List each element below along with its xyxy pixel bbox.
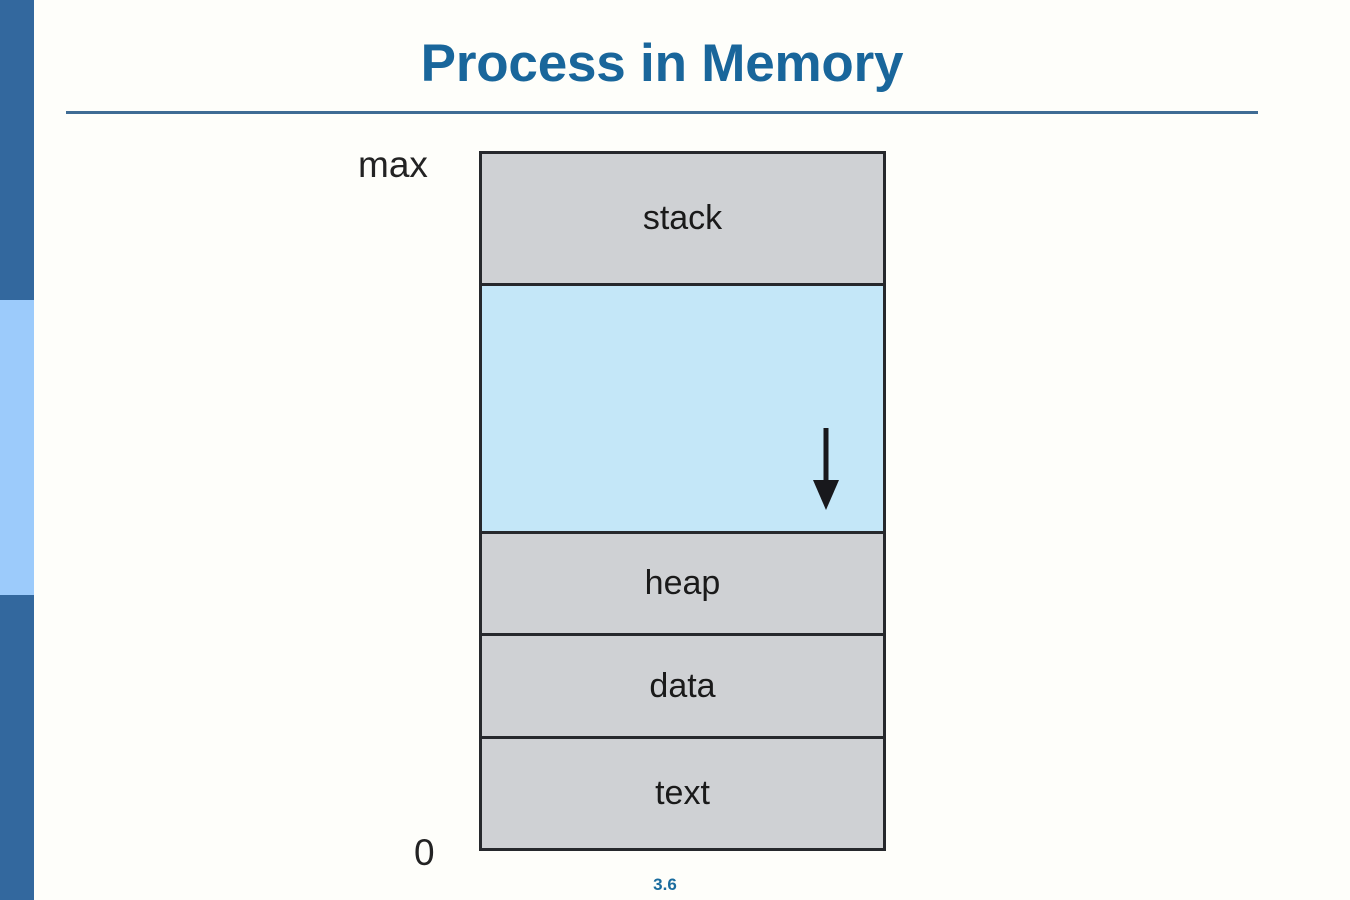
stack-grows-down-arrow (813, 428, 839, 510)
slide-number: 3.6 (653, 875, 677, 894)
memory-segment-stack-label: stack (642, 199, 723, 237)
axis-label-max: max (358, 144, 428, 185)
sidebar-band-top (0, 0, 34, 300)
memory-segment-heap: heap (482, 534, 883, 636)
memory-segment-data: data (482, 636, 883, 739)
memory-segment-free-space (482, 286, 883, 688)
left-accent-sidebar (0, 0, 34, 900)
page-title: Process in Memory (420, 34, 904, 93)
sidebar-band-middle (0, 300, 34, 595)
axis-label-zero: 0 (414, 832, 435, 873)
title-divider (66, 111, 1258, 114)
process-memory-diagram: max 0 stack heap data (340, 140, 940, 873)
memory-segment-stack: stack (482, 154, 883, 286)
sidebar-band-bottom (0, 595, 34, 900)
memory-segment-data-label: data (649, 666, 716, 705)
memory-segment-text-label: text (655, 774, 710, 812)
memory-box: stack heap data text (479, 151, 886, 851)
memory-segment-text: text (482, 739, 883, 848)
memory-segment-heap-label: heap (644, 564, 721, 602)
